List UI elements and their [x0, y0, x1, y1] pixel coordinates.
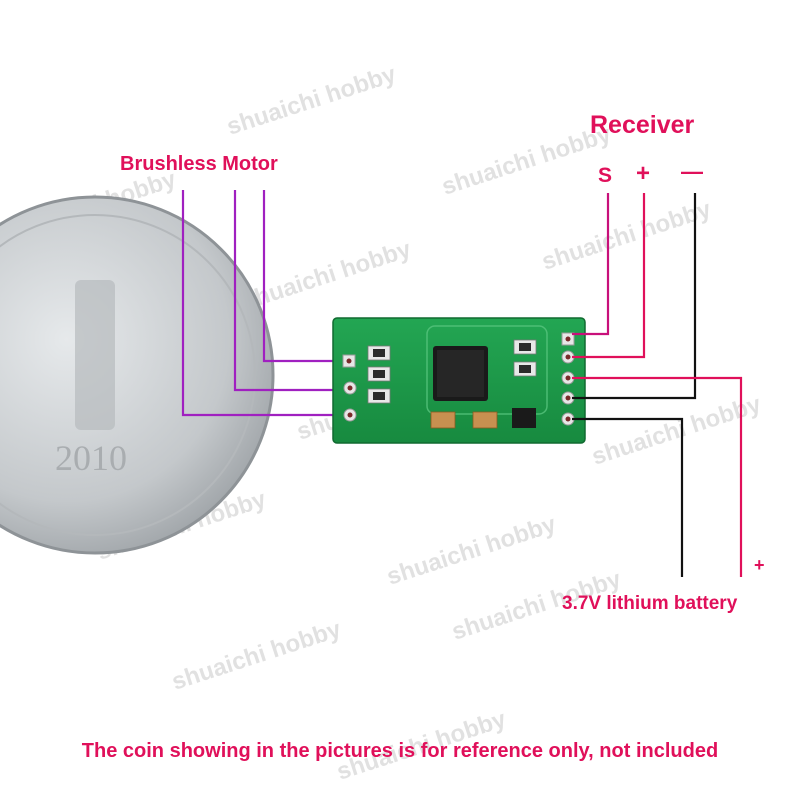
receiver-plus-label: +	[636, 160, 650, 187]
reference-coin: 2010	[0, 195, 275, 555]
watermark: shuaichi hobby	[539, 195, 715, 275]
receiver-wires	[572, 193, 697, 400]
receiver-label: Receiver	[590, 111, 695, 139]
battery-wires	[572, 376, 743, 577]
battery-label: 3.7V lithium battery	[562, 593, 738, 614]
brushless-motor-label: Brushless Motor	[120, 153, 278, 175]
svg-text:2010: 2010	[55, 438, 127, 478]
battery-plus-label: +	[754, 555, 765, 575]
receiver-minus-label: —	[681, 159, 703, 184]
watermark: shuaichi hobby	[439, 120, 615, 200]
watermark: shuaichi hobby	[169, 615, 345, 695]
watermark: shuaichi hobby	[224, 60, 400, 140]
disclaimer-footer: The coin showing in the pictures is for …	[82, 740, 718, 762]
receiver-signal-label: S	[598, 164, 612, 187]
watermark: shuaichi hobby	[384, 510, 560, 590]
esc-board	[332, 317, 586, 444]
watermark: shuaichi hobby	[589, 390, 765, 470]
motor-wires	[181, 190, 345, 417]
